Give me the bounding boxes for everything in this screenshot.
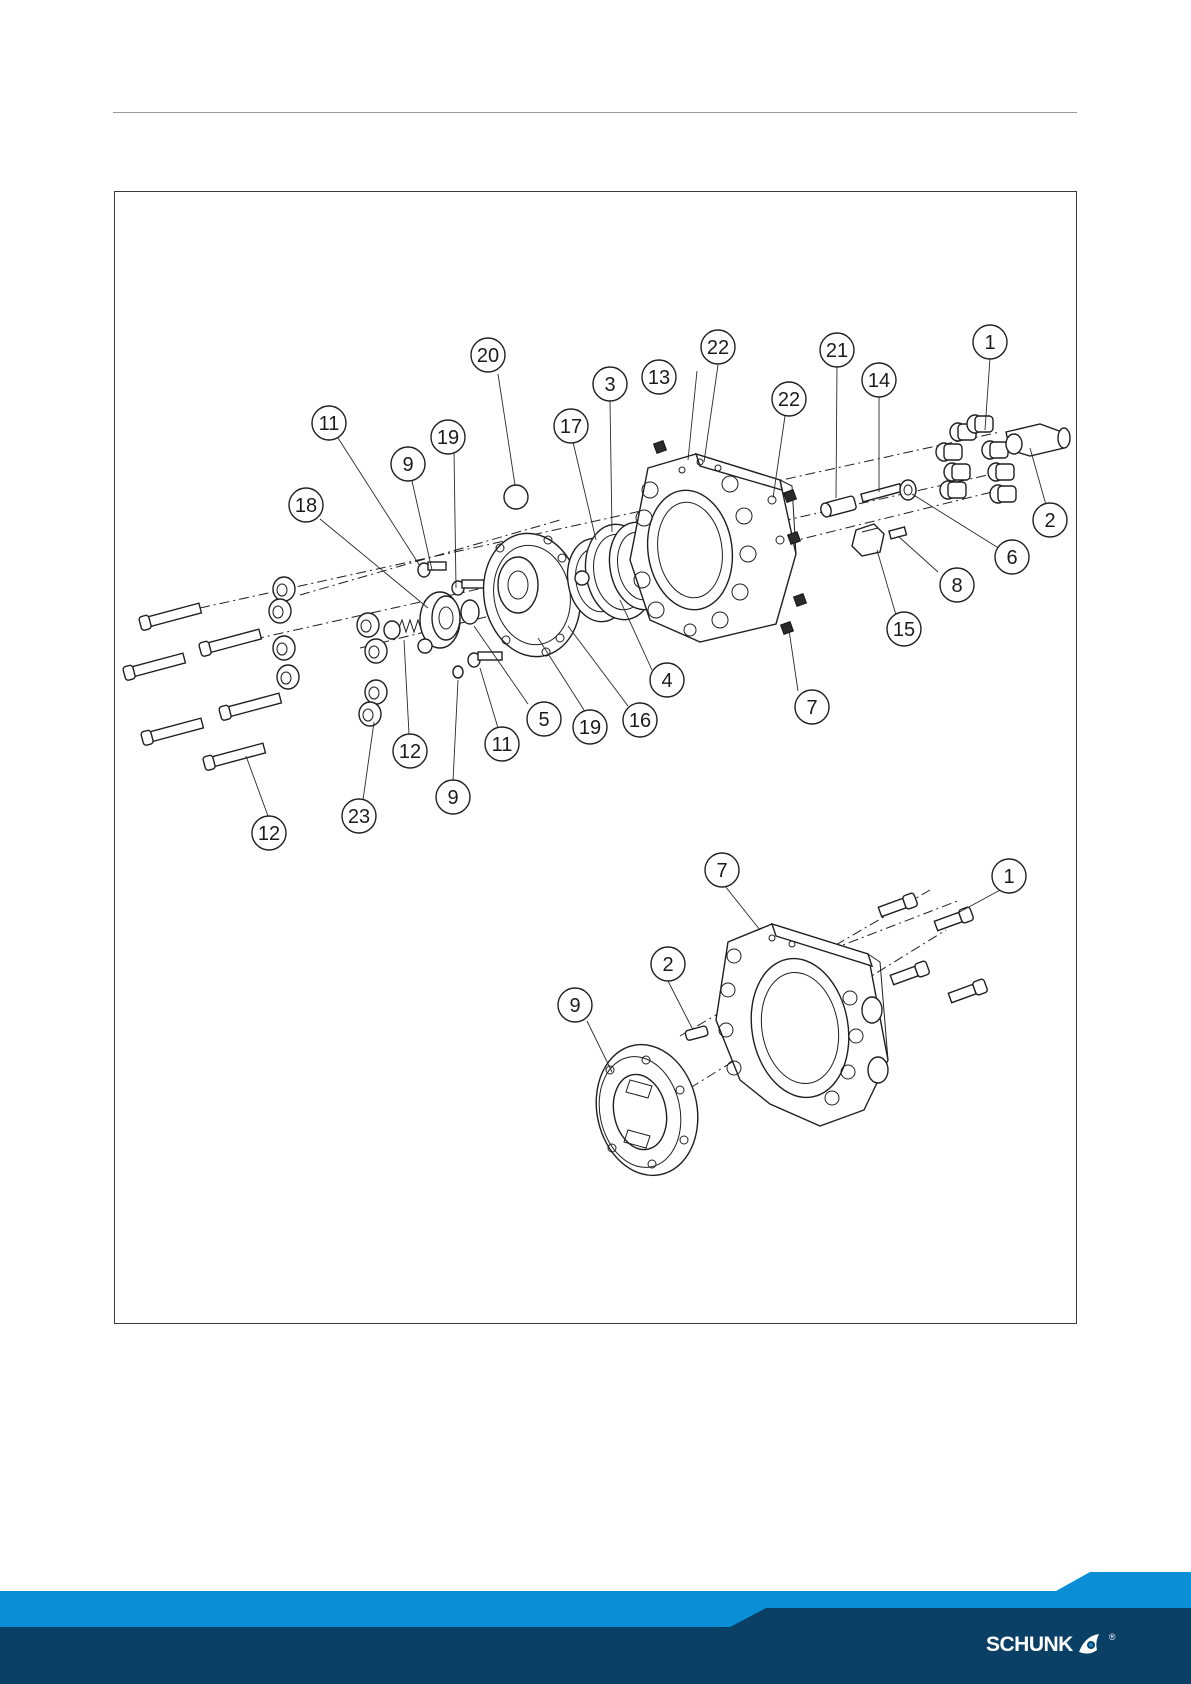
callout-8: 8 [940,568,974,602]
subassembly-screws [878,892,988,1004]
callout-19b: 19 [573,710,607,744]
callout-12a: 12 [393,734,427,768]
callout-13: 13 [642,360,676,394]
callout-23: 23 [342,799,376,833]
callout-6: 6 [995,540,1029,574]
callout-16: 16 [623,703,657,737]
svg-text:15: 15 [893,619,915,641]
logo-brand-text: SCHUNK [986,1633,1073,1657]
sub-callout-9: 9 [558,988,592,1022]
svg-text:20: 20 [477,345,499,367]
svg-text:19: 19 [437,427,459,449]
svg-text:9: 9 [402,454,413,476]
callout-22a: 22 [701,330,735,364]
svg-text:5: 5 [538,709,549,731]
svg-text:11: 11 [319,413,340,435]
callout-7: 7 [795,690,829,724]
logo-mark-icon [1075,1630,1109,1660]
svg-text:18: 18 [295,495,317,517]
dowel-pin [685,1025,709,1040]
callout-9b: 9 [436,780,470,814]
callout-22b: 22 [772,382,806,416]
svg-text:9: 9 [447,787,458,809]
svg-text:22: 22 [707,337,729,359]
svg-text:14: 14 [868,370,890,392]
schunk-logo: SCHUNK ® [986,1630,1115,1660]
sub-callout-2: 2 [651,947,685,981]
svg-text:16: 16 [629,710,651,732]
callout-14: 14 [862,363,896,397]
logo-registered-mark: ® [1109,1632,1116,1642]
callout-18: 18 [289,488,323,522]
push-in-fittings [936,415,1070,503]
svg-text:2: 2 [662,954,673,976]
callout-1: 1 [973,325,1007,359]
svg-text:8: 8 [951,575,962,597]
callout-12b: 12 [252,816,286,850]
right-fittings [819,480,916,556]
svg-text:22: 22 [778,389,800,411]
callout-2: 2 [1033,503,1067,537]
spring-and-piston [384,592,460,653]
cap-screws-left [122,601,282,771]
callout-21: 21 [820,333,854,367]
svg-text:17: 17 [560,416,582,438]
svg-text:6: 6 [1006,547,1017,569]
callout-9a: 9 [391,447,425,481]
callout-19a: 19 [431,420,465,454]
footer-band [0,1570,1191,1684]
svg-text:4: 4 [661,670,672,692]
svg-text:12: 12 [399,741,421,763]
callout-4: 4 [650,663,684,697]
sub-callout-1: 1 [992,859,1026,893]
subassembly-housing [716,924,888,1126]
svg-text:23: 23 [348,806,370,828]
svg-text:13: 13 [648,367,670,389]
exploded-assembly-drawing: 1 2 3 4 5 6 7 8 9 9 11 11 12 12 13 14 15… [0,0,1191,1570]
callout-11b: 11 [485,727,519,761]
callout-11a: 11 [312,406,346,440]
main-housing [630,454,796,642]
callout-17: 17 [554,409,588,443]
svg-text:7: 7 [716,860,727,882]
callout-5: 5 [527,702,561,736]
svg-text:12: 12 [258,823,280,845]
svg-text:7: 7 [806,697,817,719]
svg-text:9: 9 [569,995,580,1017]
sub-callout-7: 7 [705,853,739,887]
callout-15: 15 [887,612,921,646]
callout-3: 3 [593,367,627,401]
svg-text:1: 1 [984,332,995,354]
svg-text:2: 2 [1044,510,1055,532]
svg-text:1: 1 [1003,866,1014,888]
svg-text:3: 3 [604,374,615,396]
svg-text:19: 19 [579,717,601,739]
svg-text:21: 21 [826,340,848,362]
spacer-sleeves [269,577,387,726]
adapter-flange [584,1035,709,1185]
callout-20: 20 [471,338,505,372]
svg-text:11: 11 [492,734,513,756]
